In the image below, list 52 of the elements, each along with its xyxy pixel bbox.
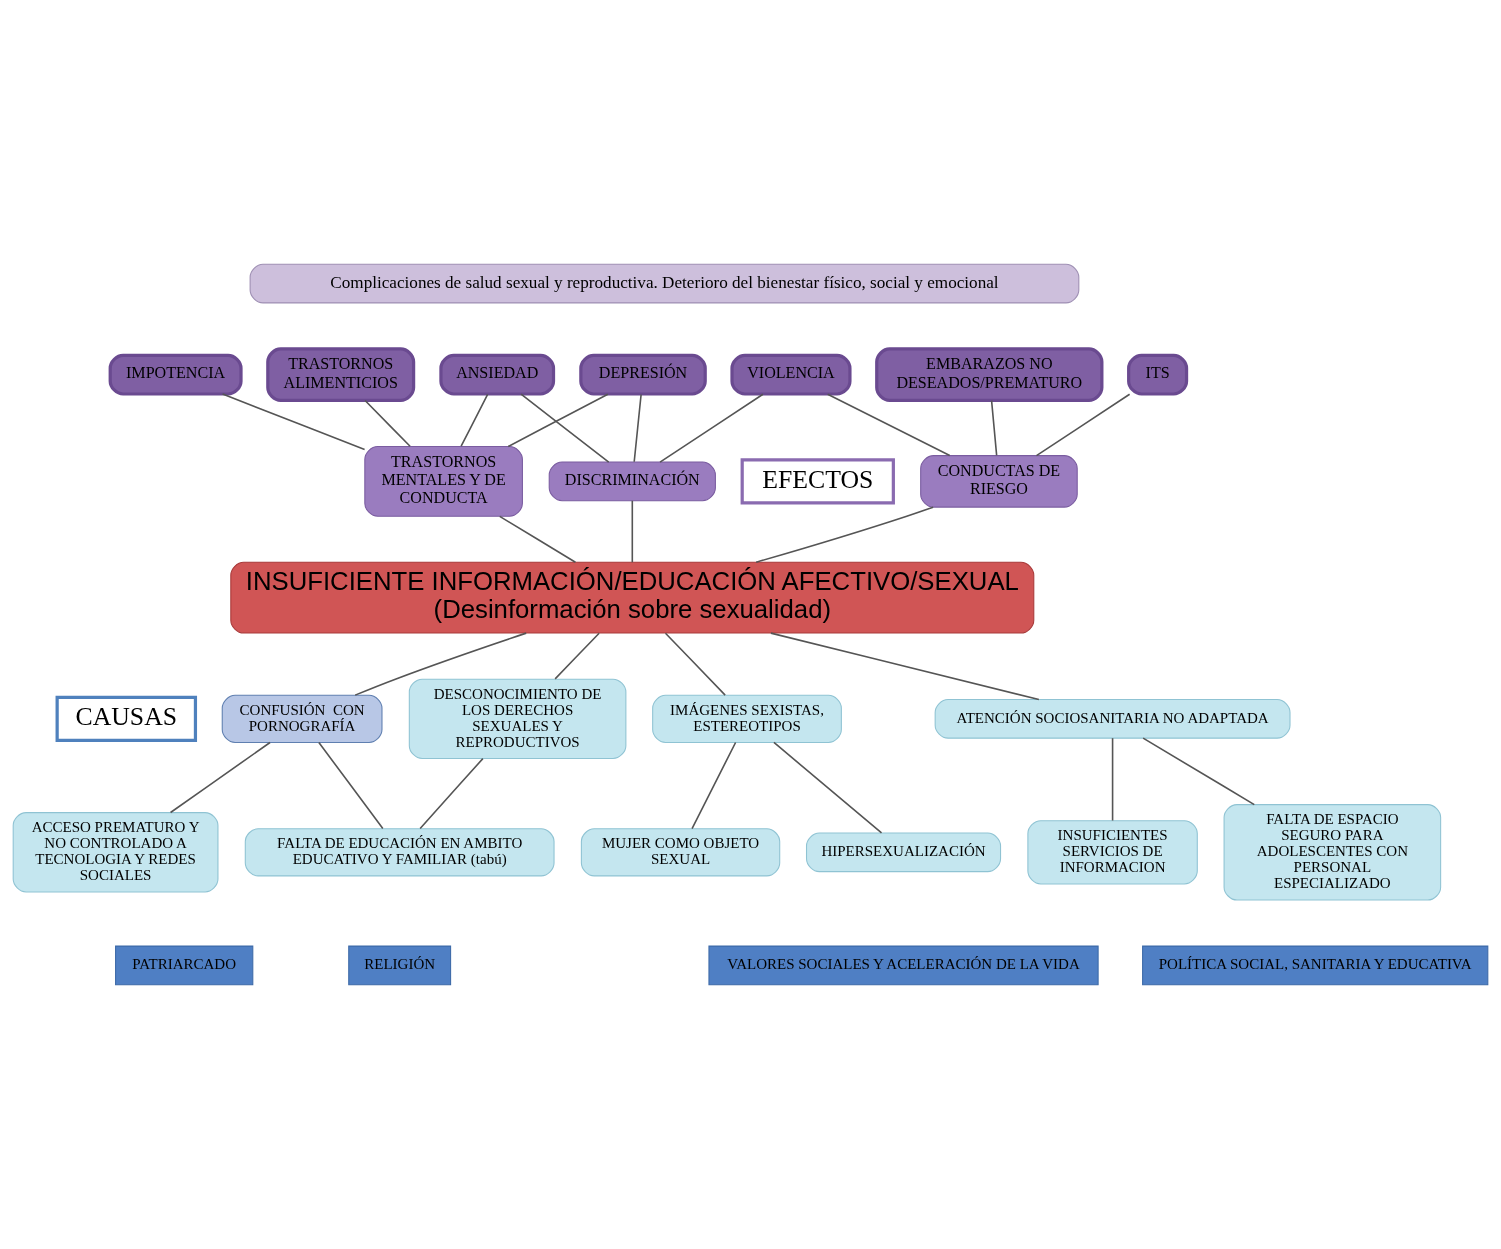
connector (554, 632, 600, 680)
node-box: IMÁGENES SEXISTAS, ESTEREOTIPOS (652, 694, 842, 743)
node-box: DESCONOCIMIENTO DE LOS DERECHOS SEXUALES Y REPRODUCTIVOS (408, 678, 627, 760)
node-box: CONDUCTAS DE RIESGO (920, 455, 1078, 508)
connector (1035, 393, 1131, 457)
connector (773, 741, 883, 834)
node-box: POLÍTICA SOCIAL, SANITARIA Y EDUCATIVA (1142, 945, 1489, 986)
node-box: TRASTORNOS MENTALES Y DE CONDUCTA (364, 446, 523, 517)
connector (460, 393, 489, 447)
node-box: EMBARAZOS NO DESEADOS/PREMATURO (875, 347, 1104, 403)
node-box: Complicaciones de salud sexual y reproductiva. Deterioro del bienestar físico, social y emocional (249, 263, 1080, 304)
connector (1142, 737, 1256, 806)
connector (770, 632, 1040, 701)
connector (354, 632, 528, 696)
connector (659, 393, 764, 463)
connector (755, 506, 934, 564)
connector (633, 393, 642, 463)
node-box: RELIGIÓN (348, 945, 452, 986)
node-box: EFECTOS (740, 458, 895, 505)
connector (169, 741, 271, 814)
connector (318, 741, 384, 830)
node-box: INSUFICIENTE INFORMACIÓN/EDUCACIÓN AFECTIVO/SEXUAL (Desinformación sobre sexualidad) (230, 561, 1035, 634)
node-box: DEPRESIÓN (579, 353, 707, 396)
node-box: CAUSAS (55, 695, 198, 742)
node-box: IMPOTENCIA (108, 353, 243, 396)
node-box: FALTA DE EDUCACIÓN EN AMBITO EDUCATIVO Y FAMILIAR (tabú) (244, 828, 555, 877)
node-box: TRASTORNOS ALIMENTICIOS (266, 347, 416, 403)
connector (826, 393, 951, 457)
connector (1111, 737, 1114, 822)
connector (364, 399, 411, 448)
connector (498, 515, 577, 563)
connector (520, 393, 610, 463)
node-box: FALTA DE ESPACIO SEGURO PARA ADOLESCENTES CON PERSONAL ESPECIALIZADO (1223, 804, 1442, 901)
connector (631, 500, 634, 563)
node-box: PATRIARCADO (115, 945, 254, 986)
connector (691, 741, 737, 830)
node-box: ACCESO PREMATURO Y NO CONTROLADO A TECNOLOGIA Y REDES SOCIALES (12, 812, 219, 893)
connector (419, 757, 484, 830)
node-box: HIPERSEXUALIZACIÓN (806, 832, 1002, 873)
node-box: MUJER COMO OBJETO SEXUAL (580, 828, 781, 877)
node-box: DISCRIMINACIÓN (548, 461, 716, 502)
node-box: CONFUSIÓN CON PORNOGRAFÍA (221, 694, 383, 743)
connector (664, 632, 726, 696)
connector (990, 399, 998, 457)
node-box: INSUFICIENTES SERVICIOS DE INFORMACION (1027, 820, 1198, 885)
node-box: ATENCIÓN SOCIOSANITARIA NO ADAPTADA (934, 699, 1291, 739)
node-box: VIOLENCIA (730, 353, 852, 396)
connector (221, 393, 366, 451)
node-box: ANSIEDAD (439, 353, 556, 396)
node-box: VALORES SOCIALES Y ACELERACIÓN DE LA VIDA (708, 945, 1099, 986)
node-box: ITS (1127, 353, 1189, 396)
connector (507, 393, 609, 448)
